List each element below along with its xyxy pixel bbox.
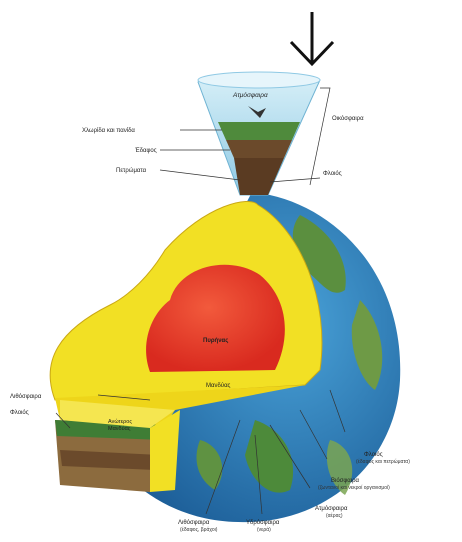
label-biosphere-sub: (ζωντανοί και νεκροί οργανισμοί) xyxy=(318,485,390,491)
label-biosphere: Βιόσφαιρα xyxy=(331,477,359,484)
label-hydrosphere: Υδρόσφαιρα xyxy=(246,519,280,526)
arrow-down-icon xyxy=(291,12,333,64)
label-hydrosphere-sub: (νερά) xyxy=(257,526,271,533)
label-ground: Έδαφος xyxy=(134,148,157,154)
label-crust-left: Φλοιός xyxy=(10,409,29,416)
label-crust-right-sub: (έδαφος και πετρώματα) xyxy=(356,458,410,465)
label-atmosphere-bottom: Ατμόσφαιρα xyxy=(315,505,348,512)
label-mantle: Μανδύας xyxy=(206,383,231,389)
label-atmosphere-top: Ατμόσφαιρα xyxy=(232,91,268,99)
label-crust-top: Φλοιός xyxy=(323,170,342,177)
label-lithosphere-bottom-sub: (έδαφος, βράχοι) xyxy=(180,526,218,533)
label-atmosphere-bottom-sub: (αέρας) xyxy=(326,512,343,519)
ecosphere-cone xyxy=(198,72,320,195)
label-ecosphere: Οικόσφαιρα xyxy=(332,115,364,122)
crust-section xyxy=(55,400,180,492)
label-upper-mantle-2: Μανδύας xyxy=(108,425,131,432)
label-lithosphere-left: Λιθόσφαιρα xyxy=(10,393,42,400)
label-lithosphere-bottom: Λιθόσφαιρα xyxy=(178,519,210,526)
label-rocks: Πετρώματα xyxy=(116,168,147,174)
label-flora-fauna: Χλωρίδα και πανίδα xyxy=(82,128,135,134)
label-core: Πυρήνας xyxy=(203,338,228,344)
label-upper-mantle-1: Ανώτερος xyxy=(108,418,132,425)
label-crust-right: Φλοιός xyxy=(364,451,383,458)
